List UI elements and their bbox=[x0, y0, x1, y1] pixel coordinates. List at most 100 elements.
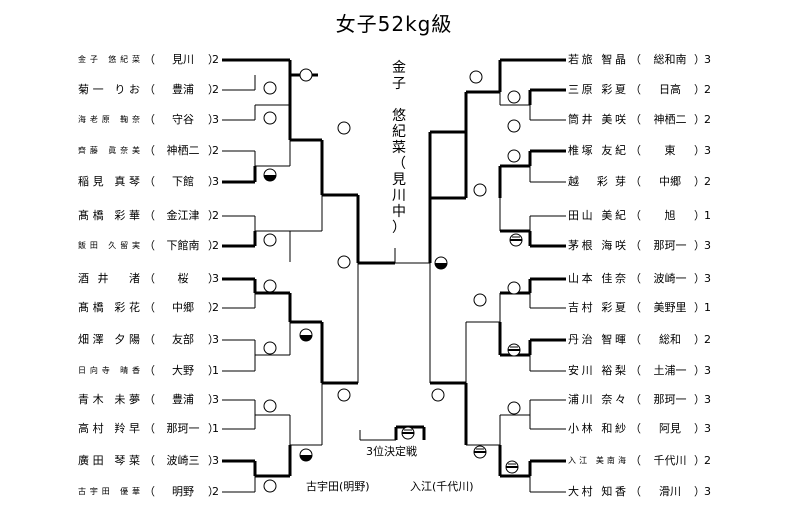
entrant-score: 3 bbox=[212, 454, 219, 467]
entrant-score: 3 bbox=[704, 53, 711, 66]
paren-open: （ bbox=[630, 454, 641, 467]
paren-open: （ bbox=[630, 209, 641, 222]
champion-char: 悠 bbox=[392, 108, 406, 124]
entrant-name: 丹治 智暉 bbox=[568, 333, 626, 346]
entrant-name: 三原 彩夏 bbox=[568, 83, 626, 96]
paren-open: （ bbox=[144, 83, 155, 96]
entrant-score: 3 bbox=[704, 393, 711, 406]
entrant-name: 筒井 美咲 bbox=[568, 113, 626, 126]
entrant-score: 3 bbox=[212, 113, 219, 126]
entrant-name: 古宇田 優華 bbox=[78, 487, 140, 496]
entrant-score: 3 bbox=[704, 485, 711, 498]
entrant-name: 入江 美南海 bbox=[568, 456, 626, 465]
champion-char: 金 bbox=[392, 60, 406, 76]
paren-open: （ bbox=[630, 53, 641, 66]
entrant-name: 日向寺 晴香 bbox=[78, 366, 140, 375]
entrant-name: 山本 佳奈 bbox=[568, 272, 626, 285]
paren-open: （ bbox=[630, 301, 641, 314]
entrant-name: 飯田 久留実 bbox=[78, 241, 140, 250]
entrant-school: 千代川 bbox=[653, 454, 687, 467]
paren-open: （ bbox=[630, 113, 641, 126]
win-mark bbox=[299, 68, 313, 82]
entrant-score: 2 bbox=[212, 144, 219, 157]
entrant-score: 3 bbox=[212, 175, 219, 188]
champion-char: 川 bbox=[392, 188, 406, 204]
paren-open: （ bbox=[144, 454, 155, 467]
paren-open: （ bbox=[144, 175, 155, 188]
paren-close: ） bbox=[208, 422, 219, 435]
paren-close: ） bbox=[208, 209, 219, 222]
paren-open: （ bbox=[630, 239, 641, 252]
paren-open: （ bbox=[144, 53, 155, 66]
win-mark bbox=[509, 233, 523, 247]
entrant-school: 守谷 bbox=[172, 113, 194, 126]
entrant-name: 吉村 彩夏 bbox=[568, 301, 626, 314]
entrant-score: 2 bbox=[212, 209, 219, 222]
entrant-score: 2 bbox=[212, 239, 219, 252]
paren-close: ） bbox=[694, 454, 705, 467]
paren-close: ） bbox=[208, 113, 219, 126]
win-mark bbox=[337, 121, 351, 135]
win-mark bbox=[263, 279, 277, 293]
entrant-name: 茅根 海咲 bbox=[568, 239, 626, 252]
paren-close: ） bbox=[208, 333, 219, 346]
entrant-score: 3 bbox=[704, 422, 711, 435]
paren-close: ） bbox=[694, 364, 705, 377]
paren-open: （ bbox=[144, 301, 155, 314]
paren-open: （ bbox=[144, 485, 155, 498]
entrant-school: 桜 bbox=[177, 272, 189, 285]
entrant-school: 波崎一 bbox=[653, 272, 687, 285]
win-mark bbox=[505, 460, 519, 474]
win-mark bbox=[263, 479, 277, 493]
entrant-school: 東 bbox=[664, 144, 676, 157]
entrant-school: 下館 bbox=[172, 175, 194, 188]
win-mark bbox=[507, 119, 521, 133]
paren-close: ） bbox=[694, 53, 705, 66]
entrant-name: 若旅 智晶 bbox=[568, 53, 626, 66]
third-place-left: 古宇田(明野) bbox=[306, 480, 370, 493]
paren-open: （ bbox=[630, 272, 641, 285]
win-mark bbox=[337, 388, 351, 402]
entrant-score: 1 bbox=[212, 422, 219, 435]
paren-close: ） bbox=[208, 272, 219, 285]
entrant-name: 菊一 りお bbox=[78, 83, 140, 96]
paren-close: ） bbox=[208, 83, 219, 96]
paren-close: ） bbox=[208, 239, 219, 252]
entrant-school: 中郷 bbox=[659, 175, 681, 188]
entrant-name: 畑澤 夕陽 bbox=[78, 333, 140, 346]
entrant-school: 日高 bbox=[659, 83, 681, 96]
entrant-name: 浦川 奈々 bbox=[568, 393, 626, 406]
entrant-score: 2 bbox=[704, 333, 711, 346]
entrant-school: 総和南 bbox=[653, 53, 687, 66]
paren-open: （ bbox=[144, 239, 155, 252]
paren-close: ） bbox=[694, 422, 705, 435]
entrant-school: 神栖二 bbox=[653, 113, 687, 126]
entrant-score: 2 bbox=[704, 83, 711, 96]
champion-char: （ bbox=[392, 156, 406, 172]
entrant-school: 那珂一 bbox=[166, 422, 200, 435]
entrant-name: 青木 未夢 bbox=[78, 393, 140, 406]
paren-close: ） bbox=[208, 53, 219, 66]
entrant-school: 見川 bbox=[172, 53, 194, 66]
entrant-school: 明野 bbox=[172, 485, 194, 498]
paren-close: ） bbox=[694, 485, 705, 498]
entrant-score: 3 bbox=[704, 239, 711, 252]
entrant-name: 大村 知香 bbox=[568, 485, 626, 498]
page-title: 女子52kg級 bbox=[335, 12, 453, 36]
paren-open: （ bbox=[144, 113, 155, 126]
paren-close: ） bbox=[694, 144, 705, 157]
entrant-name: 椎塚 友紀 bbox=[568, 144, 626, 157]
entrant-name: 海老原 鞠奈 bbox=[78, 115, 140, 124]
entrant-school: 旭 bbox=[664, 209, 676, 222]
third-place-right: 入江(千代川) bbox=[410, 480, 474, 493]
entrant-score: 2 bbox=[212, 485, 219, 498]
champion-char: ） bbox=[392, 220, 406, 236]
entrant-score: 1 bbox=[704, 301, 711, 314]
entrant-name: 安川 裕梨 bbox=[568, 364, 626, 377]
champion-name-vertical: 金子悠紀菜（見川中） bbox=[388, 60, 410, 236]
entrant-score: 2 bbox=[212, 301, 219, 314]
win-mark bbox=[469, 70, 483, 84]
entrant-score: 1 bbox=[212, 364, 219, 377]
win-mark bbox=[507, 401, 521, 415]
